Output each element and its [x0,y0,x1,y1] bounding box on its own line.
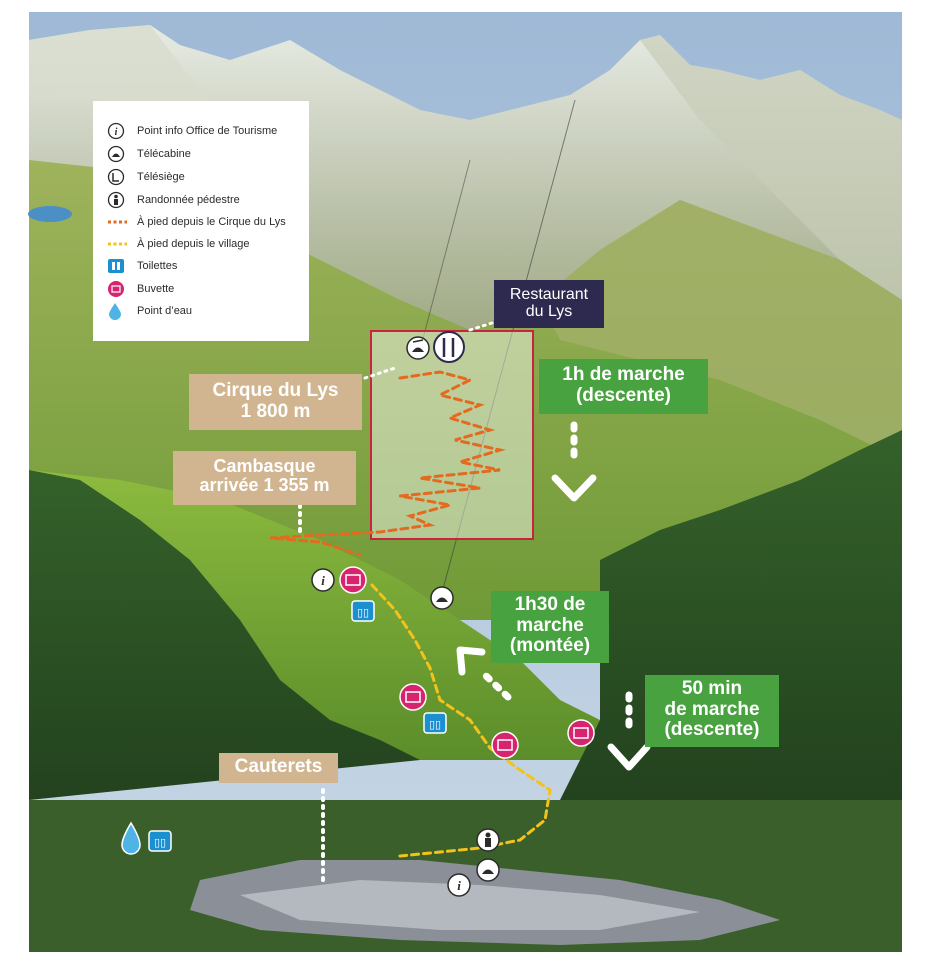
legend-item: i Point info Office de Tourisme [107,121,277,141]
toilets-icon: ▯▯ [423,712,447,734]
gondola-icon [430,586,454,610]
arrow-down-icon [607,691,651,771]
cambasque-label: Cambasque arrivée 1 355 m [173,451,356,505]
legend-label: Télécabine [137,148,191,160]
yellow-dotted-line-icon [107,234,129,254]
legend-item: Télécabine [107,144,191,164]
legend-item: Point d’eau [107,301,192,321]
legend-label: Télésiège [137,171,185,183]
refreshment-icon [399,683,427,711]
arrow-down-icon [551,421,597,502]
legend-item: Buvette [107,279,174,299]
chairlift-icon [107,167,129,187]
legend-label: Randonnée pédestre [137,194,240,206]
orange-dotted-line-icon [107,212,129,232]
cirque-du-lys-label: Cirque du Lys 1 800 m [189,374,362,430]
info-icon: i [107,121,129,141]
svg-text:i: i [321,573,325,588]
legend-label: Buvette [137,283,175,295]
hiker-icon [476,828,500,852]
hiker-icon [107,190,129,210]
svg-text:i: i [457,878,461,893]
walk-descent-1h-label: 1h de marche (descente) [539,359,708,414]
svg-text:i: i [115,127,118,138]
refreshment-icon [107,279,129,299]
info-icon: i [447,873,471,897]
water-drop-icon [121,821,141,855]
info-icon: i [311,568,335,592]
refreshment-icon [339,566,367,594]
gondola-icon [476,858,500,882]
water-drop-icon [107,301,129,321]
refreshment-icon [567,719,595,747]
toilets-icon: ▯▯ [351,600,375,622]
svg-text:▯▯: ▯▯ [429,718,441,731]
toilets-icon [107,256,129,276]
gondola-icon [107,144,129,164]
legend-label: À pied depuis le Cirque du Lys [137,216,286,228]
legend-label: Toilettes [137,260,178,272]
map-legend: i Point info Office de Tourisme Télécabi… [93,101,309,341]
restaurant-label: Restaurant du Lys [494,280,604,328]
walk-ascent-1h30-label: 1h30 de marche (montée) [491,591,609,663]
legend-label: Point d’eau [137,305,193,317]
refreshment-icon [491,731,519,759]
restaurant-icon [433,331,465,363]
legend-label: À pied depuis le village [137,238,250,250]
legend-item: Toilettes [107,256,177,276]
svg-text:▯▯: ▯▯ [154,836,166,849]
svg-text:▯▯: ▯▯ [357,606,369,619]
legend-label: Point info Office de Tourisme [137,125,278,137]
arrow-up-left-icon [456,646,512,701]
gondola-icon [406,336,430,360]
cauterets-label: Cauterets [219,753,338,783]
legend-item: Télésiège [107,167,185,187]
legend-item: Randonnée pédestre [107,190,240,210]
legend-item: À pied depuis le village [107,234,250,254]
legend-item: À pied depuis le Cirque du Lys [107,212,286,232]
walk-descent-50min-label: 50 min de marche (descente) [645,675,779,747]
toilets-icon: ▯▯ [148,830,172,852]
